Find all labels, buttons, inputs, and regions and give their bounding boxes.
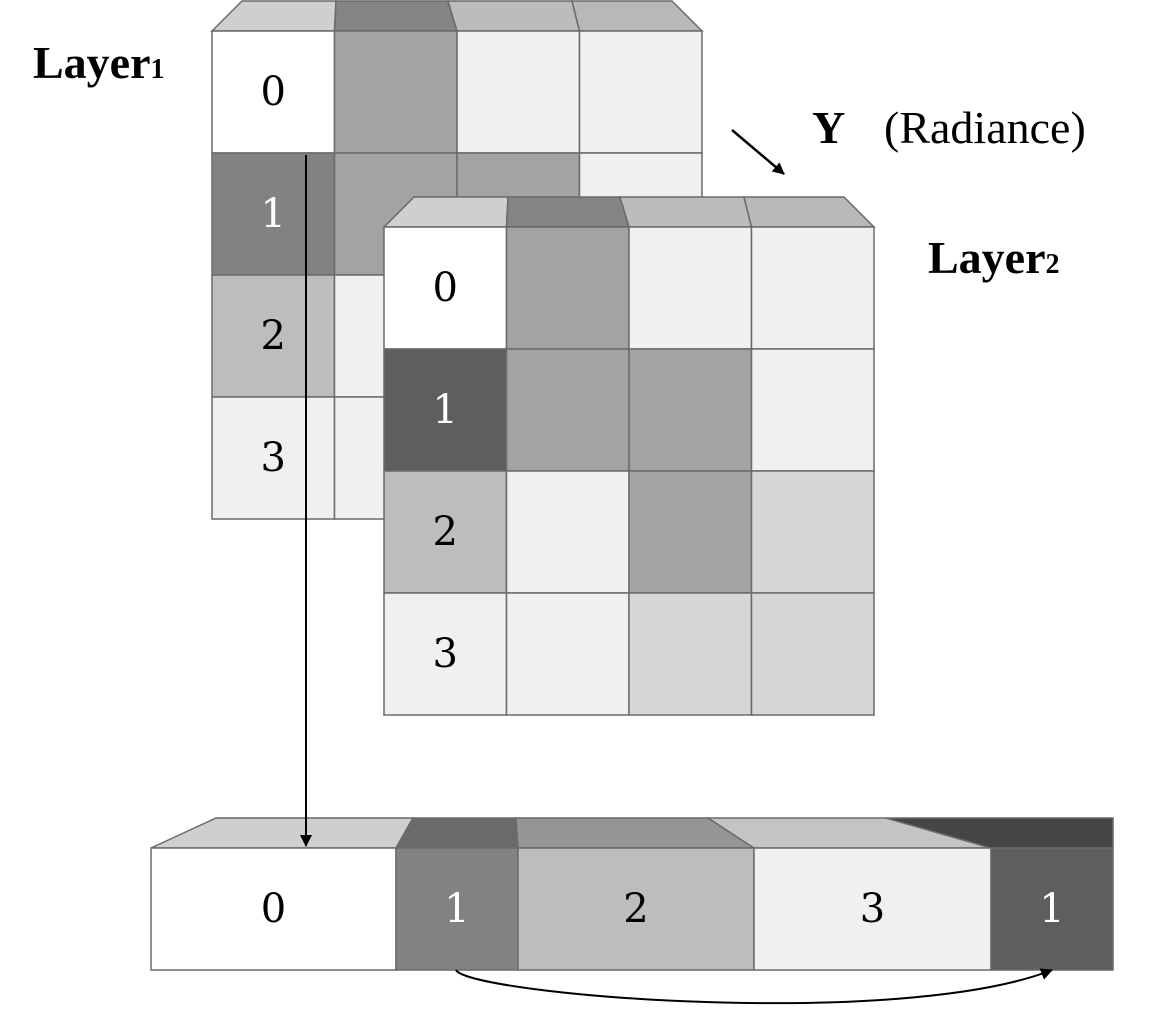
layer1-cell-r0-c2 [456, 30, 581, 154]
layer2-cell-r2-c2 [628, 470, 753, 594]
layer-shift-arrow [731, 129, 785, 175]
bar-top-face-0 [150, 817, 415, 849]
layer2-cell-r2-c1 [505, 470, 630, 594]
layer2-top-face-1 [505, 196, 631, 228]
layer1-cell-r0-c0 [211, 30, 336, 154]
radiance-label: (Radiance) [884, 102, 1086, 153]
layer2-cell-r2-c3 [750, 470, 875, 594]
link-curve-arrow [455, 968, 1053, 1005]
bar-segment-label-2: 2 [623, 886, 648, 932]
layer1-cell-r3-c0 [211, 396, 336, 520]
bar-segment-label-0: 0 [261, 886, 286, 932]
layer2-cell-r3-c1 [505, 592, 630, 716]
layer2-cell-r1-c3 [750, 348, 875, 472]
layer1-cell-r0-c1 [333, 30, 458, 154]
layer2-cell-r0-c3 [750, 226, 875, 350]
layer2-cell-r0-c2 [628, 226, 753, 350]
layer2-cell-r1-c2 [628, 348, 753, 472]
bar-segment-label-1: 1 [444, 886, 469, 932]
flattened-bar: 0 1 2 3 1 [150, 817, 1114, 971]
bar-top-face-1 [394, 817, 519, 849]
bar-segment-1 [395, 847, 519, 971]
layer2-label: Layer2 [928, 232, 1060, 283]
layer2-cell-r0-c0 [383, 226, 508, 350]
bar-segment-label-4: 1 [1039, 886, 1064, 932]
layer2-row-label-3: 3 [433, 631, 458, 677]
bar-segment-3 [753, 847, 992, 971]
layer1-cell-r2-c0 [211, 274, 336, 398]
layer1-label: Layer1 [33, 37, 165, 88]
bar-segment-0 [150, 847, 397, 971]
layer2-row-label-2: 2 [433, 509, 458, 555]
layer1-row-label-2: 2 [261, 313, 286, 359]
layer1-row-label-3: 3 [261, 435, 286, 481]
layer2-cell-r2-c0 [383, 470, 508, 594]
layer1-top-face-1 [333, 0, 459, 32]
layer2-cell-r1-c1 [505, 348, 630, 472]
layer2-row-label-0: 0 [433, 265, 458, 311]
layer1-cell-r0-c3 [578, 30, 703, 154]
y-symbol: Y [812, 102, 845, 153]
layer2-cell-r3-c2 [628, 592, 753, 716]
layer1-top-face-0 [210, 0, 337, 32]
layer2-cell-r0-c1 [505, 226, 630, 350]
layer2-top-face-3 [743, 196, 876, 228]
layer1-row-label-1: 1 [261, 191, 286, 237]
layer2-cell-r3-c3 [750, 592, 875, 716]
layer1-cell-r1-c0 [211, 152, 336, 276]
layer2-top-face-2 [618, 196, 753, 228]
layer2-cell-r3-c0 [383, 592, 508, 716]
bar-segment-label-3: 3 [860, 886, 885, 932]
layer1-row-label-0: 0 [261, 69, 286, 115]
layer1-top-face-3 [571, 0, 704, 32]
layer2-grid: 0 1 2 3 [382, 196, 876, 716]
layer1-top-face-2 [446, 0, 581, 32]
layer2-row-label-1: 1 [433, 387, 458, 433]
